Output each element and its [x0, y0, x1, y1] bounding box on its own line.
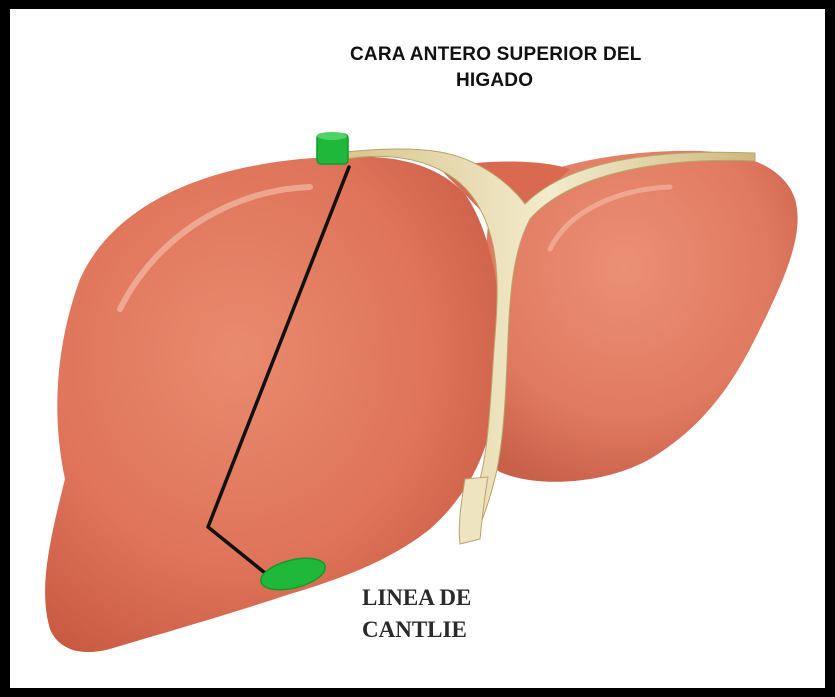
cantlie-label-line1: LINEA DE — [362, 582, 471, 614]
cantlie-line-label: LINEA DE CANTLIE — [362, 582, 471, 646]
vena-cava-marker-top — [317, 132, 347, 140]
cantlie-label-line2: CANTLIE — [362, 614, 471, 646]
figure-title-line2: HIGADO — [350, 68, 780, 94]
diagram-canvas: CARA ANTERO SUPERIOR DEL HIGADO LINEA DE… — [10, 9, 825, 688]
figure-title: CARA ANTERO SUPERIOR DEL HIGADO — [350, 42, 780, 94]
figure-title-line1: CARA ANTERO SUPERIOR DEL — [350, 42, 780, 68]
